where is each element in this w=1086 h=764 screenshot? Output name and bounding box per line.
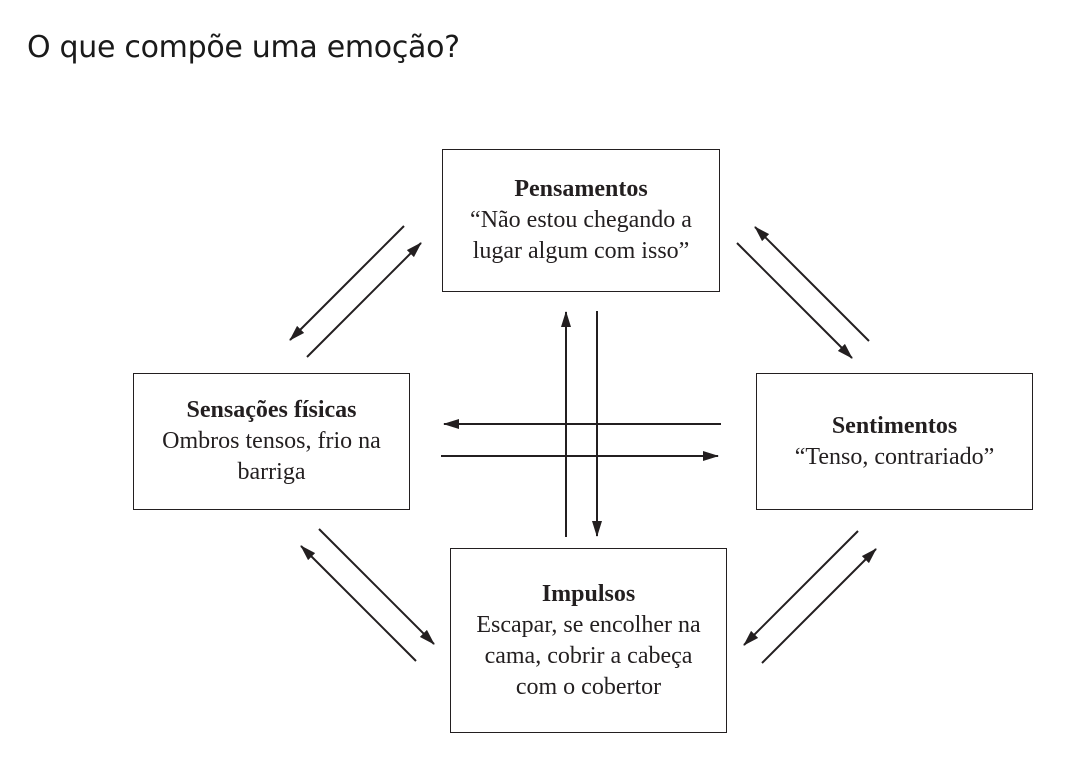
node-sensacoes-title: Sensações físicas <box>186 397 357 423</box>
arrow-impulsos-to-sentimentos <box>761 548 877 664</box>
node-pensamentos-text: “Não estou chegando a lugar algum com is… <box>470 207 692 264</box>
arrow-sensacoes-to-impulsos <box>318 528 435 645</box>
arrow-sentimentos-to-impulsos <box>743 530 859 646</box>
node-pensamentos: Pensamentos “Não estou chegando a lugar … <box>442 149 720 292</box>
arrow-impulsos-to-sensacoes <box>300 545 417 662</box>
arrow-sentimentos-to-pensamentos <box>754 226 870 342</box>
arrow-pensamentos-to-sentimentos <box>736 242 853 359</box>
node-sentimentos-title: Sentimentos <box>831 412 958 439</box>
arrow-sensacoes-to-pensamentos <box>306 242 422 358</box>
node-sentimentos-text: “Tenso, contrariado” <box>794 443 995 470</box>
node-impulsos-text: Escapar, se encolher na cama, cobrir a c… <box>476 611 701 700</box>
page-title: O que compõe uma emoção? <box>27 30 460 65</box>
node-sensacoes-text: Ombros tensos, frio na barriga <box>162 428 381 485</box>
node-pensamentos-title: Pensamentos <box>514 176 648 202</box>
node-impulsos: Impulsos Escapar, se encolher na cama, c… <box>450 548 727 733</box>
node-impulsos-title: Impulsos <box>541 580 636 607</box>
node-sensacoes-fisicas: Sensações físicas Ombros tensos, frio na… <box>133 373 410 510</box>
arrow-pensamentos-to-sensacoes <box>289 225 405 341</box>
node-sentimentos: Sentimentos “Tenso, contrariado” <box>756 373 1033 510</box>
